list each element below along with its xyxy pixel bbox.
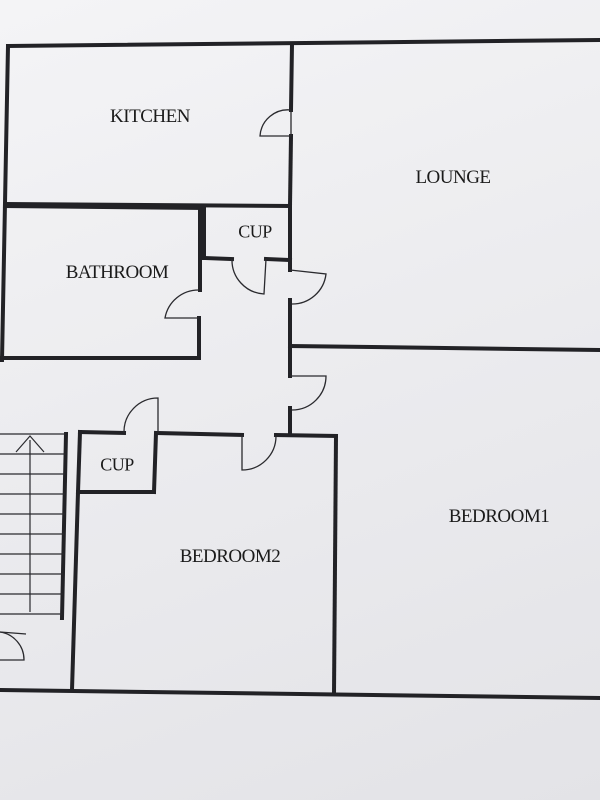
door-stair-arc [0,631,25,661]
bedroom-divider [331,433,339,697]
door-cup-lower-arc [123,397,159,434]
room-label-cup-upper: CUP [238,221,272,242]
door-cup-upper-arc [231,258,267,295]
room-label-bedroom2: BEDROOM2 [179,546,281,567]
door-bedroom1-arc [290,375,327,411]
room-label-kitchen: KITCHEN [110,106,190,127]
bedroom2-wall-left [69,489,81,693]
outer-wall-bottom [0,687,600,701]
kitchen-wall-right-lower [287,133,294,209]
door-kitchen-arc [259,109,292,137]
room-label-lounge: LOUNGE [415,167,491,188]
room-label-cup-lower: CUP [100,454,134,475]
cup-lower-left [75,429,83,495]
door-bathroom-arc [164,289,200,319]
door-stair-wall [0,631,27,635]
room-label-bedroom1: BEDROOM1 [448,506,550,527]
bathroom-wall-top [2,203,207,211]
bedroom2-wall-top-a [155,430,245,438]
lounge-wall-bottom [287,343,600,353]
outer-wall-top [5,37,600,49]
kitchen-wall-bottom [2,201,293,209]
door-bedroom2-arc [241,435,277,471]
kitchen-wall-right [288,41,295,113]
door-lounge-arc [289,269,327,305]
stair-wall-right [59,431,69,621]
room-label-bathroom: BATHROOM [65,262,169,283]
cup-upper-bottom-a [201,255,235,262]
cup-upper-bottom-b [263,256,293,263]
staircase [0,433,66,615]
cup-lower-top-a [77,429,127,436]
bedroom2-wall-top-b [273,432,339,439]
stair-arrow-head [15,435,45,453]
cup-lower-right [151,430,159,495]
